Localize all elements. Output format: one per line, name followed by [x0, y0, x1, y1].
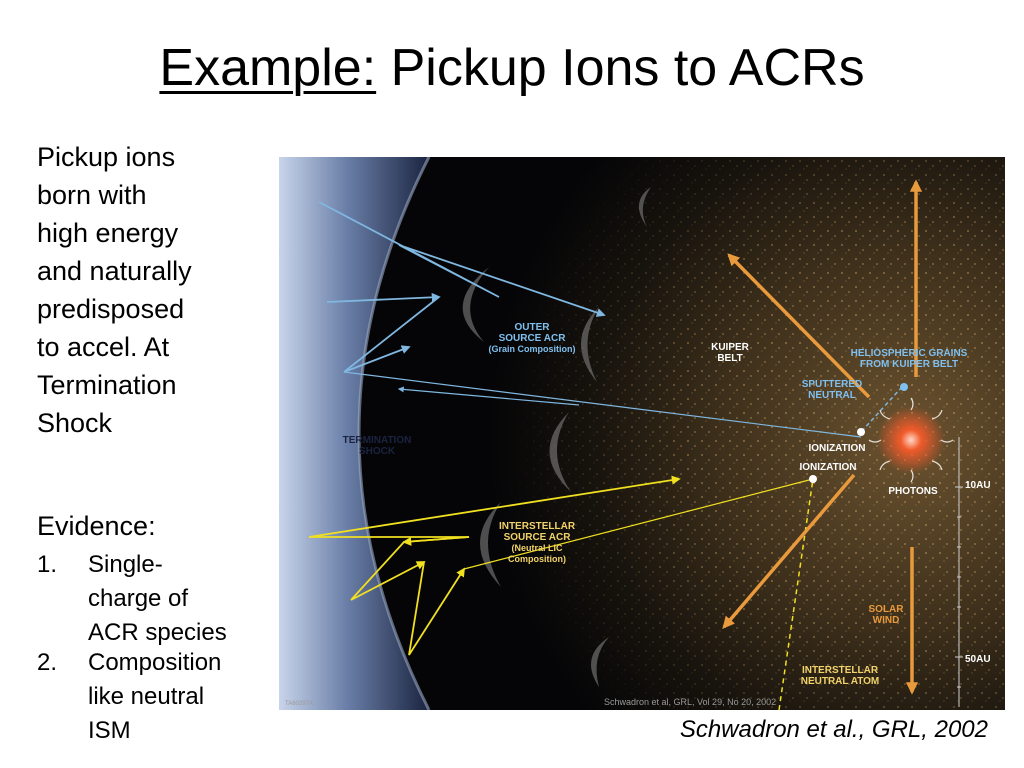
evidence-line: like neutral: [88, 683, 205, 710]
figure-code: TA60297A: [285, 701, 313, 707]
grain-point: [900, 383, 908, 391]
sun: [868, 397, 954, 483]
figure-caption: Schwadron et al., GRL, 2002: [679, 716, 988, 743]
title-underlined-part: Example:: [159, 39, 377, 97]
evidence-line: charge of: [88, 585, 189, 612]
title-rest: Pickup Ions to ACRs: [376, 39, 865, 97]
interstellar-source-path: [308, 475, 814, 656]
outer-source-path: [318, 201, 862, 438]
slide-title: Example: Pickup Ions to ACRs: [0, 38, 1024, 98]
ionization-label-2: IONIZATION: [799, 462, 856, 473]
scale-50au-label: 50AU: [965, 654, 991, 665]
evidence-line: Composition: [88, 649, 222, 676]
side-line: Shock: [37, 408, 113, 438]
photons-label: PHOTONS: [888, 486, 938, 497]
side-line: born with: [37, 180, 147, 210]
grain-track: [860, 386, 903, 433]
termination-shock-boundary: [357, 157, 431, 710]
evidence-text: Single- charge of ACR species: [88, 548, 268, 650]
evidence-line: Single-: [88, 551, 163, 578]
figure-credit: Schwadron et al, GRL, Vol 29, No 20, 200…: [604, 697, 776, 707]
interstellar-neutral-track: [778, 478, 814, 710]
side-line: Pickup ions: [37, 142, 176, 172]
evidence-line: ISM: [88, 717, 131, 744]
solar-wind-arrows: [722, 179, 923, 695]
interstellar-medium-region: [279, 157, 429, 710]
ionization-point-yellow: [809, 475, 817, 483]
side-description: Pickup ions born with high energy and na…: [37, 138, 267, 442]
au-scale: [955, 437, 963, 707]
side-line: predisposed: [37, 294, 185, 324]
side-line: Termination: [37, 370, 177, 400]
scale-10au-label: 10AU: [965, 480, 991, 491]
evidence-heading: Evidence:: [37, 511, 156, 541]
side-line: high energy: [37, 218, 179, 248]
ionization-label-1: IONIZATION: [808, 443, 865, 454]
ionization-point-blue: [857, 428, 865, 436]
side-line: to accel. At: [37, 332, 170, 362]
evidence-number: 1.: [37, 551, 58, 578]
shock-shells: [462, 187, 651, 687]
evidence-text: Composition like neutral ISM: [88, 646, 268, 748]
evidence-number: 2.: [37, 649, 58, 676]
evidence-line: ACR species: [88, 619, 227, 646]
side-line: and naturally: [37, 256, 192, 286]
